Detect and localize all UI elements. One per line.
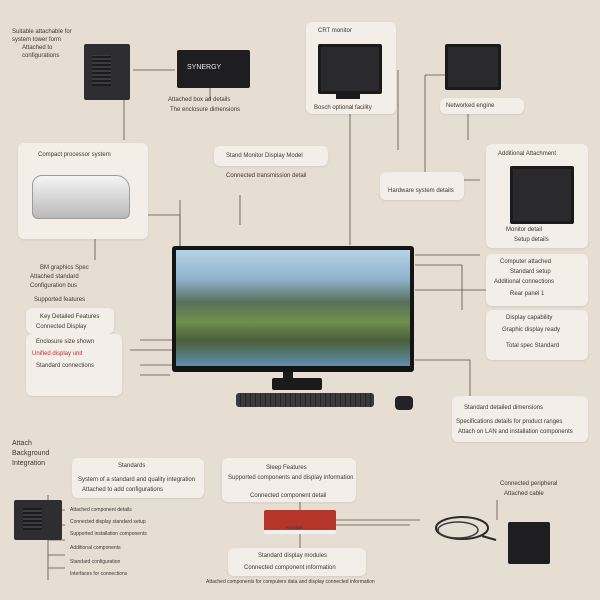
key-features-card: Key Detailed Features Connected Display	[26, 308, 114, 334]
bottom-list-item-3: Supported installation components	[70, 531, 147, 537]
computer-attached-card: Computer attached Standard setup Additio…	[486, 254, 588, 306]
key-features-detail-card: Enclosure size shown Unified display uni…	[26, 334, 122, 396]
computer-attached-line-3: Additional connections	[494, 279, 555, 285]
compact-processor-card: Compact processor system	[18, 143, 148, 239]
bottom-list-item-5: Standard configuration	[70, 559, 121, 565]
networked-engine-caption: Networked engine	[446, 103, 495, 109]
center-caption: Connected transmission detail	[226, 173, 307, 179]
bottom-list-item-6: Interfaces for connections	[70, 571, 128, 577]
standard-dimensions-line-2: Attach on LAN and installation component…	[458, 429, 573, 435]
crt-monitor-image	[318, 44, 382, 94]
key-features-line-3: Unified display unit	[32, 351, 83, 357]
standards-card: Standards System of a standard and quali…	[72, 458, 204, 498]
standards-line-1: System of a standard and quality integra…	[78, 477, 196, 483]
display-capability-card: Display capability Graphic display ready…	[486, 310, 588, 360]
crt-monitor-card: CRT monitor Bosch optional facility	[306, 22, 396, 114]
standard-dimensions-line-1: Specifications details for product range…	[456, 419, 563, 425]
additional-monitor-line-2: Setup details	[514, 237, 549, 243]
top-left-text-3: Attached to	[22, 45, 53, 51]
bottom-right-line-1: Connected peripheral	[500, 481, 558, 487]
networked-engine-tag: Networked engine	[440, 98, 524, 114]
hardware-label-card: Hardware system details	[380, 172, 464, 200]
bottom-left-label-2: Background	[12, 450, 50, 457]
standard-dimensions-title: Standard detailed dimensions	[464, 405, 544, 411]
computer-attached-line-2: Standard setup	[510, 269, 551, 275]
additional-monitor-image	[510, 166, 574, 224]
display-capability-line-2: Graphic display ready	[502, 327, 561, 333]
key-features-title: Key Detailed Features	[40, 314, 100, 320]
key-features-line-2: Enclosure size shown	[36, 339, 95, 345]
key-features-line-4: Standard connections	[36, 363, 95, 369]
key-features-line-1: Connected Display	[36, 324, 87, 330]
crt-monitor-stand	[336, 94, 360, 99]
display-capability-line-3: Total spec Standard	[506, 343, 560, 349]
stand-monitor-label-card: Stand Monitor Display Model	[214, 146, 328, 166]
sleep-features-title: Sleep Features	[266, 465, 307, 471]
main-monitor	[172, 246, 414, 372]
bottom-right-line-2: Attached cable	[504, 491, 544, 497]
system-tower-image	[84, 44, 130, 100]
additional-monitor-card: Additional Attachment Monitor detail Set…	[486, 144, 588, 248]
computer-attached-line-4: Rear panel 1	[510, 291, 545, 297]
sleep-features-line-1: Supported components and display informa…	[228, 475, 354, 481]
display-capability-line-1: Display capability	[506, 315, 553, 321]
router-image: ROUTER	[264, 510, 336, 534]
bottom-footer-caption: Attached components for computers data a…	[206, 579, 375, 585]
additional-monitor-title: Additional Attachment	[498, 151, 557, 157]
bottom-right-device-image	[508, 522, 550, 564]
crt-monitor-title: CRT monitor	[318, 28, 352, 34]
standards-title: Standards	[118, 463, 146, 469]
main-monitor-screen	[176, 250, 410, 366]
top-left-text-4: configurations	[22, 53, 60, 59]
compact-processor-title: Compact processor system	[38, 152, 111, 158]
synergy-box-image: SYNERGY	[177, 50, 250, 88]
display-modules-line-1: Standard display modules	[258, 553, 328, 559]
standard-dimensions-card: Standard detailed dimensions Specificati…	[452, 396, 588, 442]
top-center-caption-2: The enclosure dimensions	[170, 107, 241, 113]
crt-monitor-caption: Bosch optional facility	[314, 105, 372, 111]
stand-monitor-title: Stand Monitor Display Model	[226, 153, 303, 159]
compact-device-image	[32, 175, 130, 219]
bottom-left-label-1: Attach	[12, 440, 32, 447]
main-monitor-base	[272, 378, 322, 390]
bottom-list-item-4: Additional components	[70, 545, 121, 551]
sleep-features-card: Sleep Features Supported components and …	[222, 458, 356, 502]
left-side-text-1: BM graphics Spec	[40, 265, 89, 271]
hardware-caption: Hardware system details	[388, 188, 454, 194]
standards-line-2: Attached to add configurations	[82, 487, 164, 493]
bottom-left-label-3: Integration	[12, 460, 46, 467]
bottom-left-device-image	[14, 500, 62, 540]
left-side-text-3: Configuration bus	[30, 283, 78, 289]
display-modules-line-2: Connected component information	[244, 565, 336, 571]
main-monitor-neck	[283, 372, 293, 380]
top-left-text-1: Suitable attachable for	[12, 29, 72, 35]
keyboard-image	[236, 393, 374, 407]
mouse-image	[395, 396, 413, 410]
computer-attached-line-1: Computer attached	[500, 259, 552, 265]
left-side-text-2: Attached standard	[30, 274, 79, 280]
sleep-features-line-2: Connected component detail	[250, 493, 327, 499]
top-center-caption-1: Attached box ad details	[168, 97, 231, 103]
networked-device-image	[445, 44, 501, 90]
cable-image	[435, 516, 497, 541]
display-modules-card: Standard display modules Connected compo…	[228, 548, 366, 576]
bottom-list-item-1: Attached component details	[70, 507, 132, 513]
synergy-label: SYNERGY	[187, 64, 222, 71]
additional-monitor-line-1: Monitor detail	[506, 227, 543, 233]
left-side-text-4: Supported features	[34, 297, 86, 303]
top-left-text-2: system tower form	[12, 37, 62, 43]
bottom-list-item-2: Connected display standard setup	[70, 519, 146, 525]
router-label: ROUTER	[286, 525, 303, 530]
